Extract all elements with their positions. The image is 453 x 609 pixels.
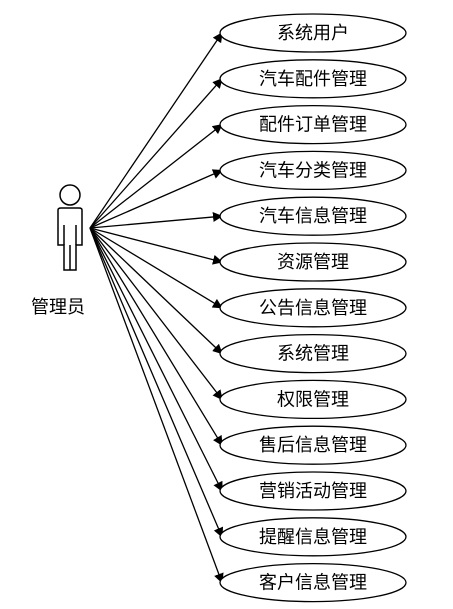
use-case-ellipse bbox=[219, 562, 407, 603]
use-case-label: 公告信息管理 bbox=[259, 298, 367, 319]
use-case-8: 系统管理 bbox=[219, 333, 407, 374]
use-case-label: 系统管理 bbox=[277, 344, 349, 365]
use-case-ellipse bbox=[219, 196, 407, 236]
use-case-label: 系统用户 bbox=[277, 23, 349, 44]
associations bbox=[89, 32, 224, 584]
use-case-ellipse bbox=[219, 242, 407, 282]
association-arrow bbox=[89, 78, 223, 229]
association-arrow bbox=[89, 227, 224, 538]
association-arrow bbox=[89, 227, 223, 309]
use-case-ellipse bbox=[219, 104, 407, 145]
association-arrow bbox=[89, 169, 223, 229]
use-case-label: 权限管理 bbox=[277, 389, 349, 410]
use-case-11: 营销活动管理 bbox=[219, 471, 407, 511]
use-case-label: 汽车配件管理 bbox=[259, 69, 367, 90]
association-arrow bbox=[89, 227, 223, 447]
use-case-label: 配件订单管理 bbox=[259, 115, 367, 136]
association-arrow bbox=[89, 227, 223, 265]
use-case-13: 客户信息管理 bbox=[219, 562, 407, 603]
use-case-9: 权限管理 bbox=[219, 379, 407, 420]
use-case-10: 售后信息管理 bbox=[219, 425, 407, 465]
use-case-label: 资源管理 bbox=[277, 252, 349, 273]
use-case-4: 汽车分类管理 bbox=[219, 150, 407, 191]
association-arrow bbox=[89, 227, 223, 401]
use-case-label: 售后信息管理 bbox=[259, 435, 367, 456]
use-case-3: 配件订单管理 bbox=[219, 104, 407, 145]
use-case-label: 汽车分类管理 bbox=[259, 160, 367, 181]
use-case-label: 汽车信息管理 bbox=[259, 206, 367, 227]
use-case-ellipse bbox=[219, 471, 407, 511]
use-case-ellipse bbox=[219, 379, 407, 420]
association-arrow bbox=[89, 212, 223, 229]
use-case-ellipse bbox=[219, 425, 407, 465]
use-case-ellipse bbox=[219, 288, 407, 328]
actor: 管理员 bbox=[31, 184, 85, 318]
actor-label: 管理员 bbox=[31, 297, 85, 318]
use-case-5: 汽车信息管理 bbox=[219, 196, 407, 236]
use-case-12: 提醒信息管理 bbox=[219, 517, 407, 557]
use-case-6: 资源管理 bbox=[219, 242, 407, 282]
use-case-2: 汽车配件管理 bbox=[219, 59, 407, 99]
association-arrow bbox=[89, 227, 223, 355]
use-case-ellipse bbox=[219, 13, 407, 53]
use-case-ellipse bbox=[219, 150, 407, 191]
use-cases: 系统用户汽车配件管理配件订单管理汽车分类管理汽车信息管理资源管理公告信息管理系统… bbox=[219, 13, 407, 603]
use-case-7: 公告信息管理 bbox=[219, 288, 407, 328]
association-arrow bbox=[89, 32, 223, 229]
association-arrow bbox=[89, 123, 223, 229]
use-case-label: 客户信息管理 bbox=[259, 573, 367, 594]
use-case-label: 提醒信息管理 bbox=[259, 527, 367, 548]
person-icon bbox=[57, 184, 83, 271]
use-case-ellipse bbox=[219, 59, 407, 99]
use-case-ellipse bbox=[219, 517, 407, 557]
association-arrow bbox=[89, 227, 223, 492]
use-case-label: 营销活动管理 bbox=[259, 481, 367, 502]
use-case-1: 系统用户 bbox=[219, 13, 407, 53]
association-arrow bbox=[89, 227, 224, 584]
use-case-ellipse bbox=[219, 333, 407, 374]
